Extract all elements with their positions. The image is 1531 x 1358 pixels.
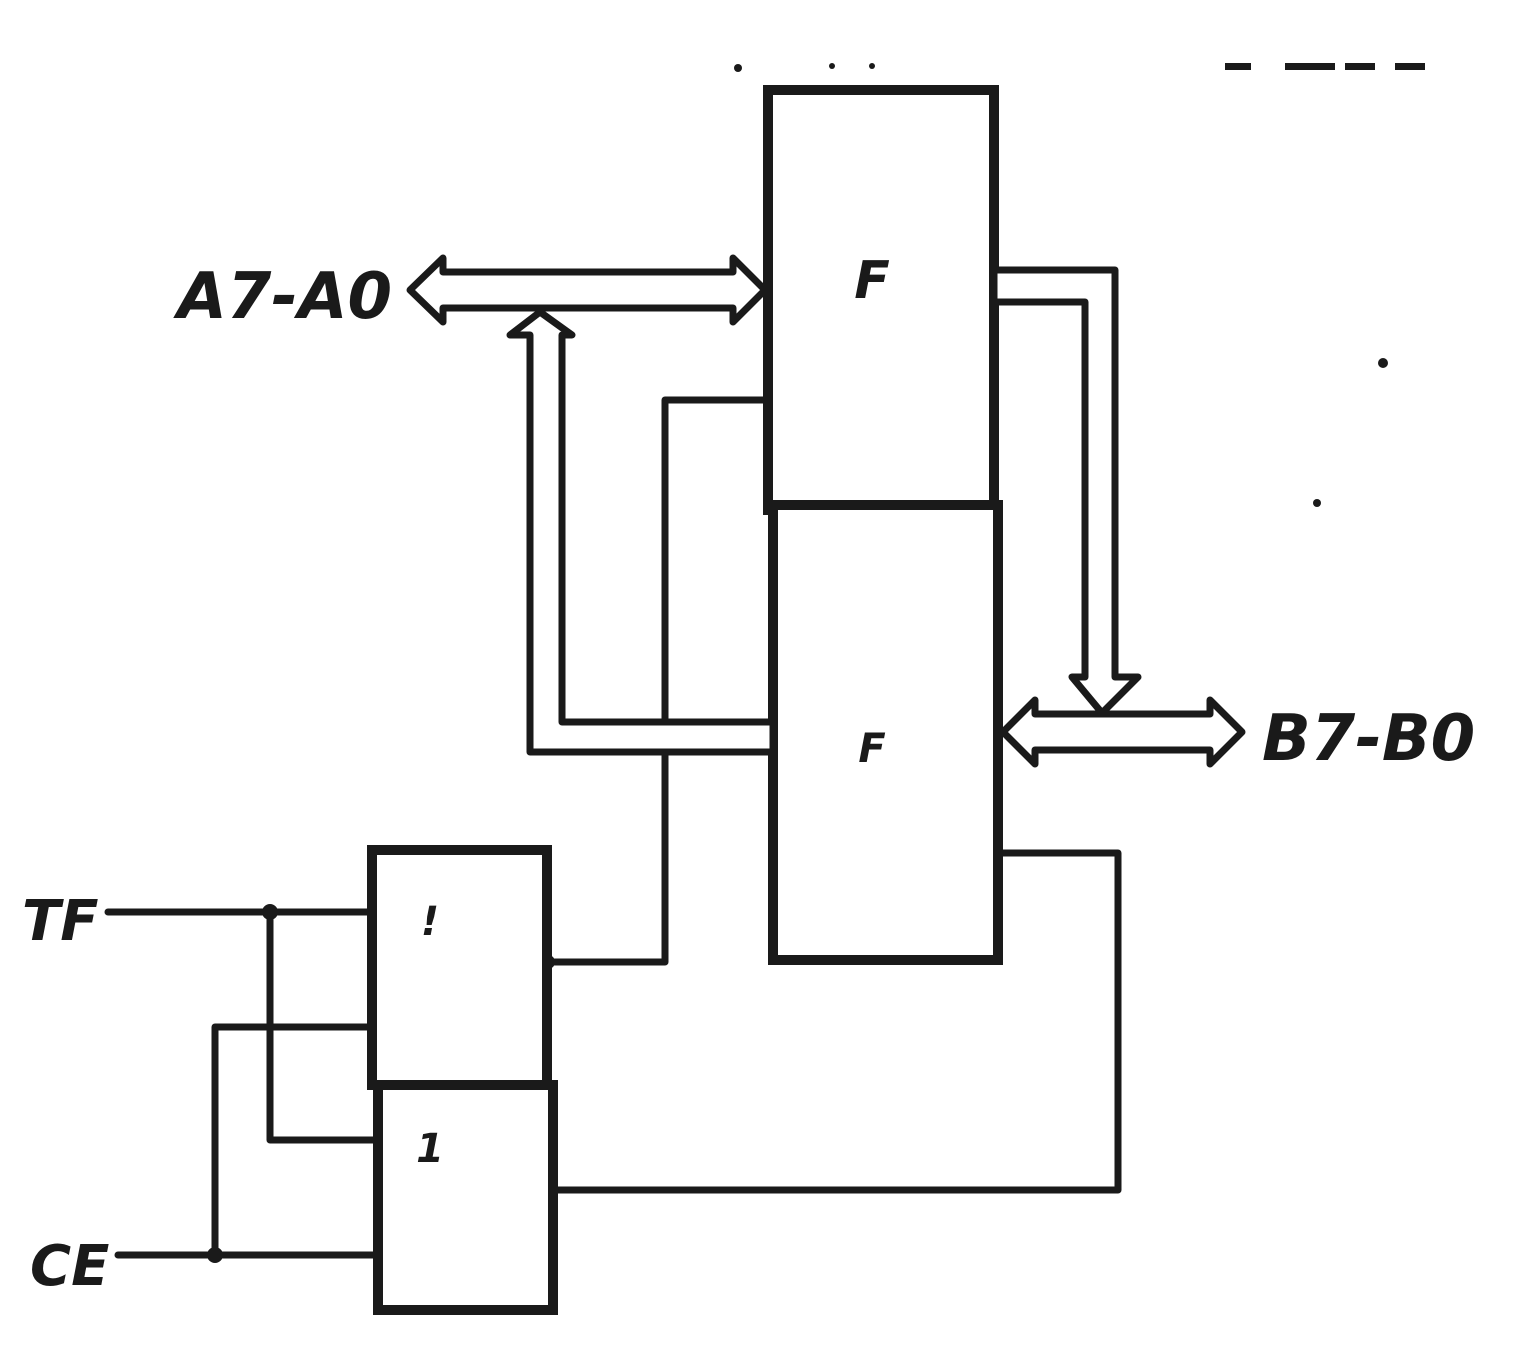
upper-block-bottom-label: F [858,726,885,772]
wire-ce-branch [211,1023,374,1259]
wire-feedback-loop [544,849,1122,1194]
bus-b-label: B7-B0 [1262,702,1475,776]
scan-specks [734,63,1425,507]
input-ce-label: CE [30,1234,109,1299]
input-tf-label: TF [22,889,98,954]
bus-a-arrow-icon [406,254,769,326]
bus-a-label: A7-A0 [172,260,392,334]
bus-a-branch-arrow-icon [506,308,777,756]
connection-wires [104,396,1122,1259]
wire-tf-branch [266,908,382,1144]
lower-block-top-label: ! [421,899,439,945]
bus-b-arrow-icon [999,696,1246,768]
upper-block [763,85,1003,965]
bus-b-branch-arrow-icon [990,266,1142,717]
lower-block [367,845,558,1315]
lower-block-bottom-label: 1 [416,1126,444,1172]
wire-lower-out-to-upper [544,396,772,966]
upper-block-top-label: F [854,251,890,311]
